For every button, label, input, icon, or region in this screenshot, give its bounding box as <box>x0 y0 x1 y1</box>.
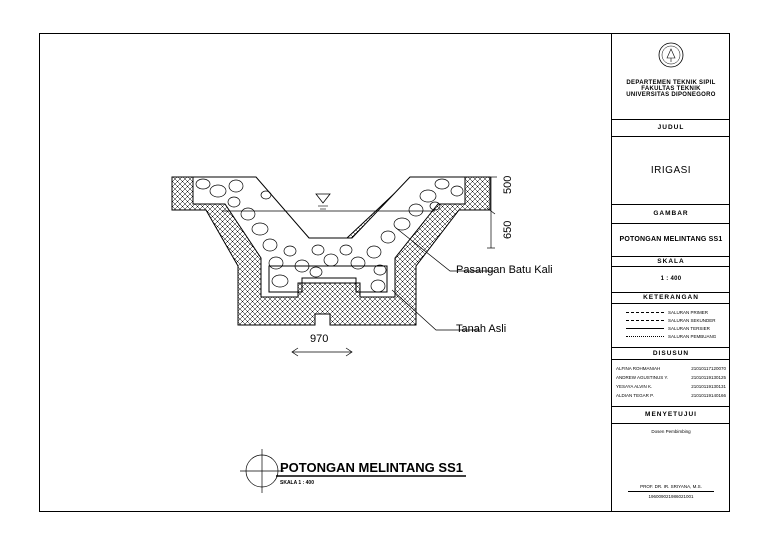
skala-value: 1 : 400 <box>612 267 730 293</box>
label-tanah-asli: Tanah Asli <box>456 323 507 335</box>
leader-stone <box>395 227 495 272</box>
label-pasangan-batu-kali: Pasangan Batu Kali <box>456 264 553 276</box>
header-cell: DEPARTEMEN TEKNIK SIPIL FAKULTAS TEKNIK … <box>612 34 730 120</box>
university-seal-icon <box>658 42 684 68</box>
inner-channel <box>268 265 388 293</box>
legend-sekunder: SALURAN SEKUNDER <box>612 316 730 324</box>
leader-soil <box>391 289 480 331</box>
dept-line-2: FAKULTAS TEKNIK <box>641 86 701 92</box>
prof-name: PROF. DR. IR. SRIYANA, M.S. <box>640 484 702 489</box>
prof-nip: 196009021986021001 <box>648 494 694 499</box>
dimension-width-label: 970 <box>310 333 329 345</box>
dimension-height-top-label: 500 <box>502 175 514 194</box>
team-member-row: YESAYA ALVIN K.21010119130131 <box>616 384 726 389</box>
cross-section-drawing <box>171 176 497 493</box>
gambar-label: GAMBAR <box>612 205 730 224</box>
dept-line-3: UNIVERSITAS DIPONEGORO <box>626 92 716 98</box>
dosen-label: Dosen Pembimbing <box>651 429 691 434</box>
dimension-height-bottom-label: 650 <box>502 220 514 239</box>
team-member-row: ALDIAN TEGAR P.21010119140166 <box>616 393 726 398</box>
judul-label: JUDUL <box>612 120 730 137</box>
legend-pembuang: SALURAN PEMBUANG <box>612 332 730 340</box>
legend-primer: SALURAN PRIMER <box>612 308 730 316</box>
stone-lining <box>192 176 466 298</box>
keterangan-label: KETERANGAN <box>612 293 730 304</box>
approval-cell: Dosen Pembimbing PROF. DR. IR. SRIYANA, … <box>612 424 730 511</box>
team-member-row: ANDREW AGUSTINUS Y.21010119130125 <box>616 375 726 380</box>
dept-line-1: DEPARTEMEN TEKNIK SIPIL <box>626 80 716 86</box>
drawing-sheet: Pasangan Batu Kali Tanah Asli 970 500 65… <box>39 33 730 512</box>
legend-cell: SALURAN PRIMER SALURAN SEKUNDER SALURAN … <box>612 304 730 348</box>
legend-tersier: SALURAN TERSIER <box>612 324 730 332</box>
section-title-symbol <box>240 449 284 493</box>
stone-pattern <box>195 178 464 293</box>
skala-label: SKALA <box>612 257 730 267</box>
section-title: POTONGAN MELINTANG SS1 <box>280 460 463 475</box>
menyetujui-label: MENYETUJUI <box>612 407 730 424</box>
signature-line <box>628 491 714 492</box>
judul-value: IRIGASI <box>612 137 730 205</box>
water-level-triangle <box>315 193 331 204</box>
height-dimension <box>485 176 497 249</box>
gambar-value: POTONGAN MELINTANG SS1 <box>612 224 730 257</box>
section-scale: SKALA 1 : 400 <box>280 480 314 486</box>
disusun-label: DISUSUN <box>612 348 730 360</box>
width-dimension <box>291 347 353 357</box>
title-block: DEPARTEMEN TEKNIK SIPIL FAKULTAS TEKNIK … <box>611 34 730 511</box>
